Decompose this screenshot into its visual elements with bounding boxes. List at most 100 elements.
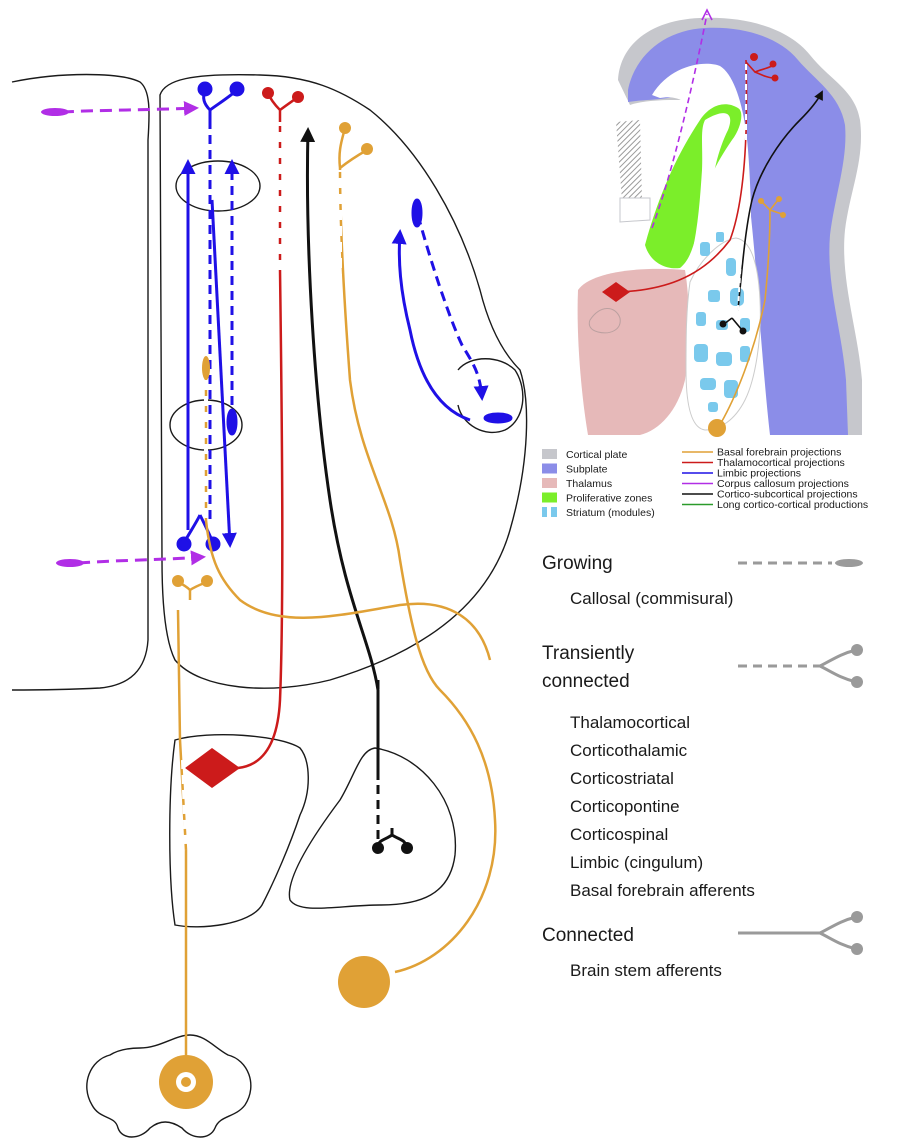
basal-forebrain-loop xyxy=(206,360,490,660)
legend-swatch xyxy=(542,493,557,503)
synapse-bouton-icon xyxy=(401,842,413,854)
status-item-corticopontine: Corticopontine xyxy=(570,797,680,816)
legend-region-label: Striatum (modules) xyxy=(566,507,655,519)
callosal-upper xyxy=(62,108,196,112)
status-heading-transient-2: connected xyxy=(542,671,630,692)
status-item-callosal: Callosal (commisural) xyxy=(570,589,733,608)
thalamocortical-axon xyxy=(238,120,282,768)
connected-line-icon xyxy=(738,911,863,955)
growth-cone-icon xyxy=(56,559,84,567)
basal-forebrain-axon-long xyxy=(340,168,495,972)
status-heading-transient-1: Transiently xyxy=(542,643,635,664)
synapse-bouton-icon xyxy=(178,538,190,550)
status-heading-connected: Connected xyxy=(542,925,634,946)
synapse-bouton-icon xyxy=(758,198,764,204)
synapse-bouton-icon xyxy=(262,87,274,99)
thalamocortical-terminals xyxy=(185,87,304,788)
legend-regions: Cortical plateSubplateThalamusProliferat… xyxy=(542,449,655,519)
synapse-bouton-icon xyxy=(720,321,727,328)
thalamus-region xyxy=(578,269,689,435)
schematic-hemisphere xyxy=(12,75,527,1138)
growing-line-icon xyxy=(738,559,863,567)
synapse-bouton-icon xyxy=(776,196,782,202)
limbic-lateral-down xyxy=(418,215,482,398)
synapse-bouton-icon xyxy=(740,328,747,335)
legend-region-label: Thalamus xyxy=(566,478,612,490)
legend-region-item: Subplate xyxy=(542,464,608,476)
growth-cone-icon xyxy=(835,559,863,567)
legend: Cortical plateSubplateThalamusProliferat… xyxy=(542,447,868,520)
status-item-basal-forebrain: Basal forebrain afferents xyxy=(570,881,755,900)
thalamus-outline xyxy=(170,735,309,927)
subcortical-nucleus-outline xyxy=(289,748,455,908)
connection-status-legend: Growing Callosal (commisural) Transientl… xyxy=(542,553,863,980)
forked-synapse-icon xyxy=(820,650,856,682)
legend-region-item: Proliferative zones xyxy=(542,493,652,505)
synapse-bouton-icon xyxy=(199,83,211,95)
growth-cone-icon xyxy=(202,356,210,380)
legend-region-label: Cortical plate xyxy=(566,449,627,461)
legend-region-item: Cortical plate xyxy=(542,449,627,461)
legend-swatch xyxy=(551,507,557,517)
status-item-thalamocortical: Thalamocortical xyxy=(570,713,690,732)
white-matter-left xyxy=(620,198,650,222)
synapse-bouton-icon xyxy=(339,122,351,134)
growth-cone-icon xyxy=(228,410,236,434)
callosal-projections xyxy=(62,108,203,563)
synapse-bouton-icon xyxy=(770,61,777,68)
synapse-bouton-icon xyxy=(851,943,863,955)
legend-projections: Basal forebrain projectionsThalamocortic… xyxy=(682,447,868,512)
synapse-bouton-icon xyxy=(372,842,384,854)
synapse-bouton-icon xyxy=(231,83,243,95)
synapse-bouton-icon xyxy=(851,911,863,923)
legend-projection-label: Long cortico-cortical productions xyxy=(717,499,868,511)
synapse-bouton-icon xyxy=(851,676,863,688)
legend-swatch xyxy=(542,449,557,459)
legend-swatch xyxy=(542,464,557,474)
limbic-descending-solid xyxy=(212,200,230,545)
transient-line-icon xyxy=(738,644,863,688)
legend-projection-item: Long cortico-cortical productions xyxy=(682,499,868,511)
limbic-projections xyxy=(188,120,482,545)
synapse-bouton-icon xyxy=(851,644,863,656)
status-item-brainstem: Brain stem afferents xyxy=(570,961,722,980)
brainstem-nucleus-dot-icon xyxy=(181,1077,191,1087)
brainstem-afferent xyxy=(178,610,186,1082)
growth-cone-icon xyxy=(485,414,511,422)
cortico-subcortical-projections xyxy=(307,130,406,847)
status-item-corticothalamic: Corticothalamic xyxy=(570,741,688,760)
growth-cone-icon xyxy=(41,108,69,116)
limbic-lateral-up xyxy=(399,232,470,420)
thalamocortical-projections xyxy=(238,93,298,768)
legend-region-item: Thalamus xyxy=(542,478,612,490)
synapse-bouton-icon xyxy=(361,143,373,155)
legend-swatch xyxy=(542,507,547,517)
status-item-corticostriatal: Corticostriatal xyxy=(570,769,674,788)
callosal-growth-cones xyxy=(41,108,84,567)
synapse-bouton-icon xyxy=(772,75,779,82)
legend-region-item: Striatum (modules) xyxy=(542,507,655,519)
synapse-bouton-icon xyxy=(292,91,304,103)
transient-items: Thalamocortical Corticothalamic Corticos… xyxy=(570,713,755,900)
basal-forebrain-projections xyxy=(178,128,495,1082)
synapse-bouton-icon xyxy=(750,53,758,61)
status-item-corticospinal: Corticospinal xyxy=(570,825,668,844)
cortico-subcortical-terminals xyxy=(372,842,413,854)
synapse-bouton-icon xyxy=(172,575,184,587)
left-hemisphere-outline xyxy=(12,75,149,691)
basal-forebrain-nucleus-icon xyxy=(338,956,390,1008)
fetal-brain-section xyxy=(578,10,862,437)
status-item-limbic: Limbic (cingulum) xyxy=(570,853,703,872)
hatched-region xyxy=(616,120,642,200)
basal-forebrain-nucleus-icon xyxy=(708,419,726,437)
thalamic-neuron-icon xyxy=(185,748,240,788)
forked-synapse-icon xyxy=(820,917,856,949)
synapse-bouton-icon xyxy=(780,212,786,218)
legend-region-label: Proliferative zones xyxy=(566,493,652,505)
callosal-lower xyxy=(78,557,203,563)
legend-region-label: Subplate xyxy=(566,464,608,476)
legend-swatch xyxy=(542,478,557,488)
growth-cone-icon xyxy=(413,200,421,226)
synapse-bouton-icon xyxy=(201,575,213,587)
